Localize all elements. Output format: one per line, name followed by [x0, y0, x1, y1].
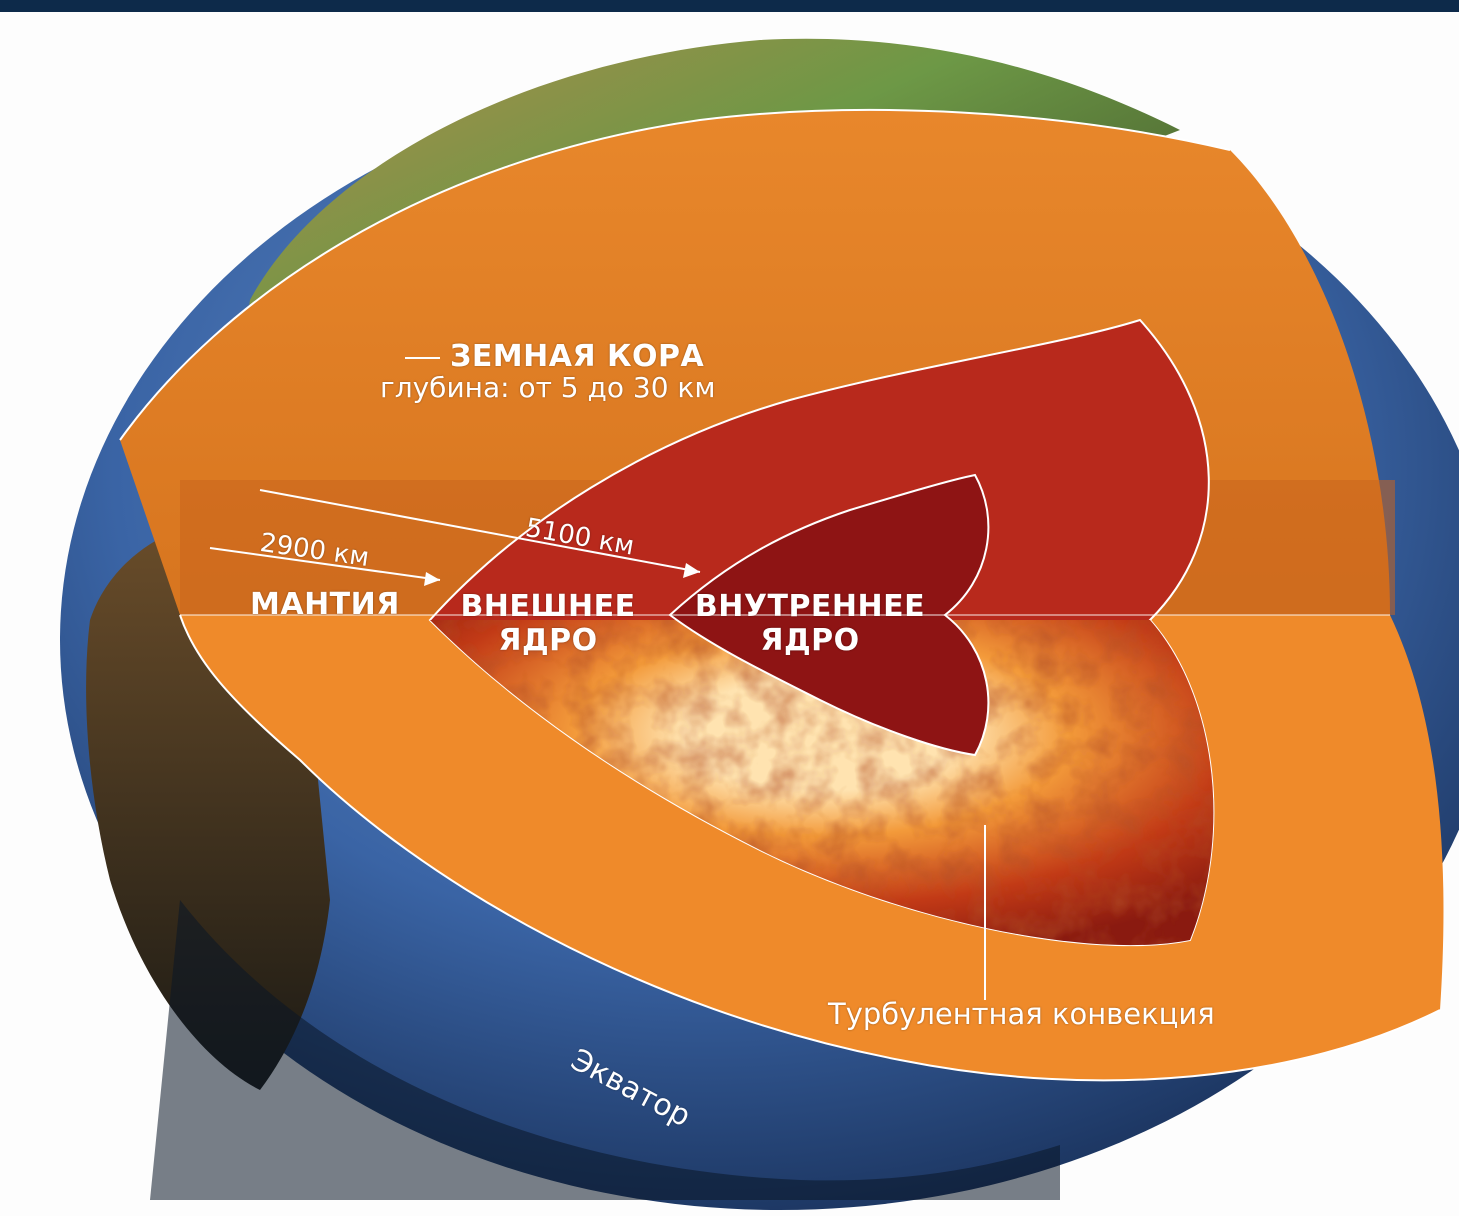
outer-core-label-line1: ВНЕШНЕЕ [460, 589, 636, 624]
convection-label: Турбулентная конвекция [828, 997, 1215, 1031]
arrow-5100-head [683, 563, 700, 578]
convection-texture [430, 620, 1214, 946]
arrow-5100 [259, 489, 701, 573]
crust-depth-label: глубина: от 5 до 30 км [380, 371, 716, 404]
inner-core-label: ВНУТРЕННЕЕ ЯДРО [690, 590, 930, 658]
crust-title-label: ЗЕМНАЯ КОРА [450, 339, 705, 374]
mantle-label: МАНТИЯ [250, 587, 400, 622]
outer-core-label: ВНЕШНЕЕ ЯДРО [448, 590, 648, 658]
arrow-2900-head [424, 572, 440, 586]
equator-outline [179, 614, 1441, 1082]
header-bar [0, 0, 1459, 12]
inner-core-label-line2: ЯДРО [760, 623, 860, 658]
arrow-2900 [209, 547, 441, 581]
crust-outline [119, 109, 1231, 441]
outer-core-label-line2: ЯДРО [498, 623, 598, 658]
globe-shadow [150, 900, 1060, 1200]
inner-core-label-line1: ВНУТРЕННЕЕ [694, 589, 926, 624]
